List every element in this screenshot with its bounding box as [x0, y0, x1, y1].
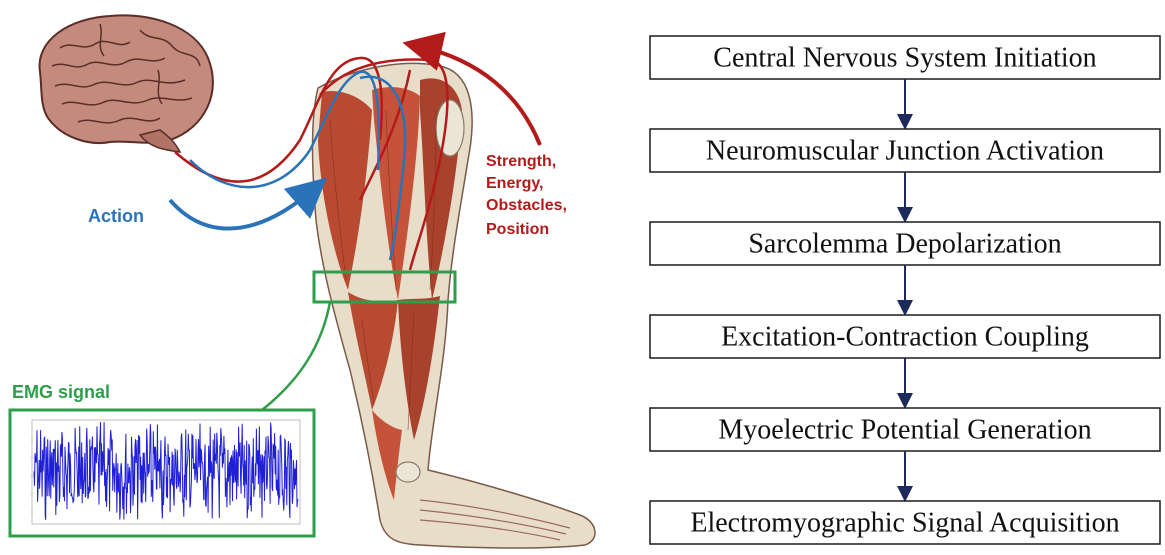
- brain-icon: [40, 15, 213, 152]
- action-arrow: [170, 188, 315, 229]
- emg-signal-plot: [10, 410, 314, 536]
- feedback-label-line-position: Position: [486, 221, 549, 238]
- feedback-label: Strength, Energy, Obstacles, Position: [486, 153, 567, 238]
- flow-step: Central Nervous System Initiation: [650, 36, 1160, 79]
- process-flowchart: Central Nervous System InitiationNeuromu…: [650, 36, 1160, 544]
- flow-step: Sarcolemma Depolarization: [650, 222, 1160, 265]
- leg-anatomy-icon: [313, 63, 596, 548]
- feedback-label-line-obstacles: Obstacles,: [486, 197, 567, 214]
- action-label: Action: [88, 206, 144, 226]
- emg-connector-line: [262, 302, 330, 410]
- flow-step: Neuromuscular Junction Activation: [650, 129, 1160, 172]
- flow-step-label: Electromyographic Signal Acquisition: [690, 508, 1119, 539]
- flow-step-label: Central Nervous System Initiation: [713, 43, 1096, 74]
- flow-step: Myoelectric Potential Generation: [650, 408, 1160, 451]
- flow-step-label: Sarcolemma Depolarization: [748, 229, 1061, 260]
- flow-step-label: Excitation-Contraction Coupling: [721, 322, 1089, 353]
- flow-step: Excitation-Contraction Coupling: [650, 315, 1160, 358]
- flow-step-label: Myoelectric Potential Generation: [718, 415, 1091, 446]
- feedback-label-line-strength: Strength,: [486, 153, 556, 170]
- flow-step-label: Neuromuscular Junction Activation: [706, 136, 1104, 167]
- flow-step: Electromyographic Signal Acquisition: [650, 501, 1160, 544]
- emg-label: EMG signal: [12, 382, 110, 402]
- feedback-label-line-energy: Energy,: [486, 175, 544, 192]
